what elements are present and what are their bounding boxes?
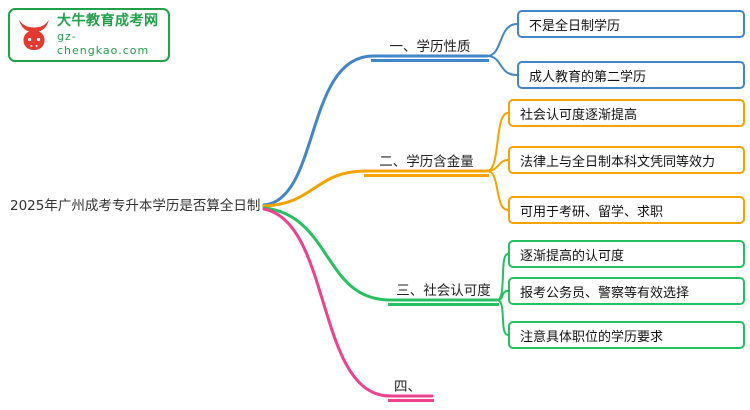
bull-icon — [19, 20, 49, 50]
branch-label-3: 三、社会认可度 — [388, 277, 499, 306]
topic-node: 逐渐提高的认可度 — [508, 240, 745, 268]
mindmap-root-topic: 2025年广州成考专升本学历是否算全日制 — [10, 198, 261, 214]
topic-node: 法律上与全日制本科文凭同等效力 — [508, 146, 745, 174]
site-logo: 大牛教育成考网 gz-chengkao.com — [8, 8, 170, 62]
site-name: 大牛教育成考网 — [57, 13, 159, 29]
topic-node: 不是全日制学历 — [517, 10, 745, 38]
topic-node: 注意具体职位的学历要求 — [508, 321, 745, 349]
topic-node: 社会认可度逐渐提高 — [508, 99, 745, 127]
topic-node: 成人教育的第二学历 — [517, 61, 745, 89]
branch-label-1: 一、学历性质 — [371, 33, 489, 62]
branch-label-4: 四、 — [388, 373, 434, 402]
branch-label-2: 二、学历含金量 — [364, 148, 489, 177]
topic-node: 可用于考研、留学、求职 — [508, 196, 745, 224]
site-url: gz-chengkao.com — [57, 30, 150, 57]
topic-node: 报考公务员、警察等有效选择 — [508, 277, 745, 305]
